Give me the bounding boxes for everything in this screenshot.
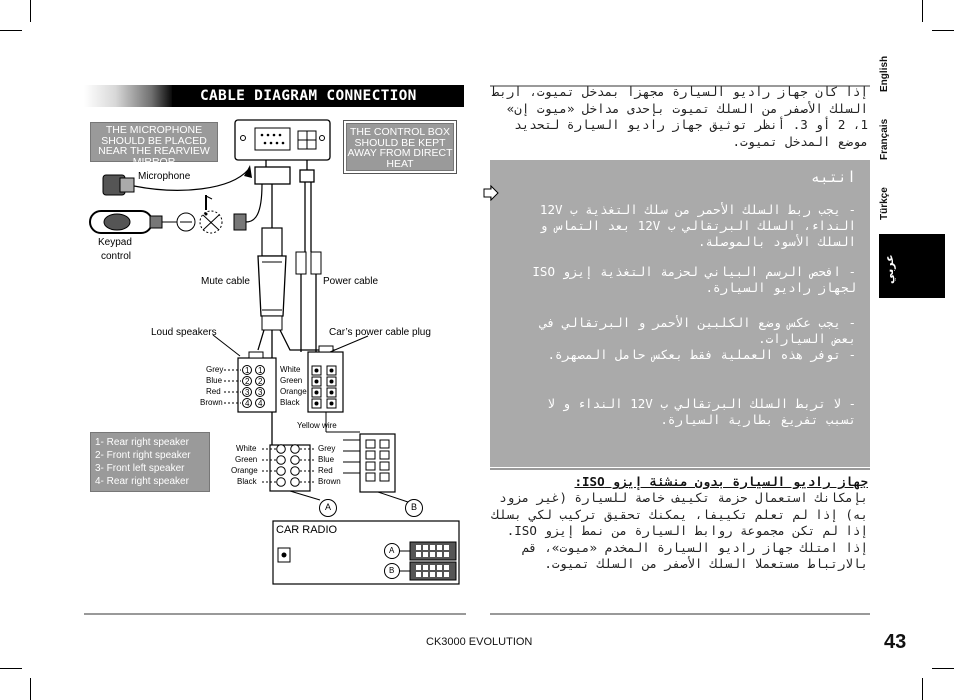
pin-number: 1 xyxy=(258,366,263,375)
mute-cable-label: Mute cable xyxy=(201,276,250,287)
speaker-list-item: 3- Front left speaker xyxy=(95,463,185,474)
speaker-list-item: 2- Front right speaker xyxy=(95,450,191,461)
wire-color-label: Brown xyxy=(200,398,223,407)
power-plug-iso xyxy=(359,433,396,493)
wire-color-label: Green xyxy=(235,455,258,464)
speaker-list-item: 1- Rear right speaker xyxy=(95,437,189,448)
label-a: A xyxy=(325,502,332,512)
page-number: 43 xyxy=(884,631,907,653)
label-b-circle xyxy=(405,499,423,517)
warning-item: - افحص الرسم البياني لحزمة التغذية إيزو … xyxy=(532,264,856,295)
wire-color-label: Brown xyxy=(318,477,341,486)
pin-number: 1 xyxy=(245,366,250,375)
control-box-note-text: THE CONTROL BOX SHOULD BE KEPT AWAY FROM… xyxy=(347,126,453,170)
lang-tab-turkce[interactable]: Türkçe xyxy=(879,187,890,220)
wire-color-label: Black xyxy=(280,398,300,407)
lang-tab-arabic[interactable]: عربي xyxy=(879,234,945,298)
wire-color-label: White xyxy=(236,444,257,453)
radio-socket-b xyxy=(409,561,457,581)
wire-color-label: Green xyxy=(280,376,303,385)
control-box-port xyxy=(254,127,291,151)
pin-number: 2 xyxy=(245,377,250,386)
pin-number: 3 xyxy=(245,388,250,397)
section-2-body: بإمكانك استعمال حزمة تكييف خاصة للسيارة … xyxy=(491,490,868,571)
radio-label-a: A xyxy=(389,546,395,555)
main-plug xyxy=(254,166,291,185)
car-radio-label: CAR RADIO xyxy=(276,524,338,536)
radio-label-b: B xyxy=(389,566,395,575)
lang-tab-francais[interactable]: Français xyxy=(879,118,890,160)
header-gradient xyxy=(84,85,174,107)
page-title: CABLE DIAGRAM CONNECTION xyxy=(172,85,464,107)
lang-tab-english[interactable]: English xyxy=(879,55,890,92)
pin-number: 3 xyxy=(258,388,263,397)
wire-color-label: Orange xyxy=(280,387,307,396)
keypad-label-2: control xyxy=(101,251,132,262)
crop-mark xyxy=(30,0,31,22)
section-2-title: جهاز راديو السيارة بدون منشئة إيزو ISO: xyxy=(574,474,868,489)
crop-mark xyxy=(922,678,923,700)
label-b: B xyxy=(411,502,418,512)
crop-mark xyxy=(30,678,31,700)
arrow-right-icon xyxy=(483,185,499,201)
warning-item: - توفر هذه العملية فقط بعكس حامل المصهرة… xyxy=(547,347,856,362)
warning-item: - لا تربط السلك البرتقالي ب 12V النداء و… xyxy=(547,396,856,427)
wire-color-label: Grey xyxy=(318,444,336,453)
radio-socket-a xyxy=(409,541,457,561)
yellow-wire-label: Yellow wire xyxy=(297,421,337,430)
pin-number: 4 xyxy=(258,399,263,408)
wire-color-label: Grey xyxy=(206,365,224,374)
warning-box: انتبه - يجب ربط السلك الأحمر من سلك التغ… xyxy=(490,160,870,467)
microphone-note: THE MICROPHONE SHOULD BE PLACED NEAR THE… xyxy=(90,122,218,167)
microphone-label: Microphone xyxy=(138,171,191,182)
power-plug xyxy=(299,169,315,183)
wire-color-label: Orange xyxy=(231,466,258,475)
crop-mark xyxy=(922,0,923,22)
label-a-circle xyxy=(319,499,337,517)
wire-color-label: Blue xyxy=(318,455,335,464)
speaker-list-item: 4- Rear right speaker xyxy=(95,476,189,487)
keypad-label: Keypad xyxy=(98,237,132,248)
footer-product-name: CK3000 EVOLUTION xyxy=(426,636,533,648)
loud-speakers-label: Loud speakers xyxy=(151,327,217,338)
speaker-plug xyxy=(269,444,311,492)
warning-item: - يجب ربط السلك الأحمر من سلك التغذية ب … xyxy=(539,202,856,249)
warning-item: - يجب عكس وضع الكلبين الأحمر و البرتقالي… xyxy=(539,315,856,346)
wire-color-label: Red xyxy=(318,466,333,475)
wire-color-label: White xyxy=(280,365,301,374)
crop-mark xyxy=(0,30,22,31)
wire-color-label: Red xyxy=(206,387,221,396)
car-power-plug-label: Car’s power cable plug xyxy=(329,327,431,338)
mute-cable-ferrite xyxy=(257,255,287,317)
wire-color-label: Black xyxy=(237,477,257,486)
crop-mark xyxy=(932,668,954,669)
crop-mark xyxy=(932,30,954,31)
control-box-note: THE CONTROL BOX SHOULD BE KEPT AWAY FROM… xyxy=(346,123,454,171)
wire-color-label: Blue xyxy=(206,376,223,385)
warning-title: انتبه xyxy=(810,168,856,186)
pin-number: 4 xyxy=(245,399,250,408)
intro-paragraph: إذا كان جهاز راديو السيارة مجهزا بمدخل ت… xyxy=(491,84,868,149)
power-cable-label: Power cable xyxy=(323,276,379,287)
crop-mark xyxy=(0,668,22,669)
speaker-list: 1- Rear right speaker 2- Front right spe… xyxy=(90,432,210,492)
lang-tab-arabic-label: عربي xyxy=(883,254,896,284)
microphone-note-text: THE MICROPHONE SHOULD BE PLACED NEAR THE… xyxy=(98,124,210,168)
pin-number: 2 xyxy=(258,377,263,386)
